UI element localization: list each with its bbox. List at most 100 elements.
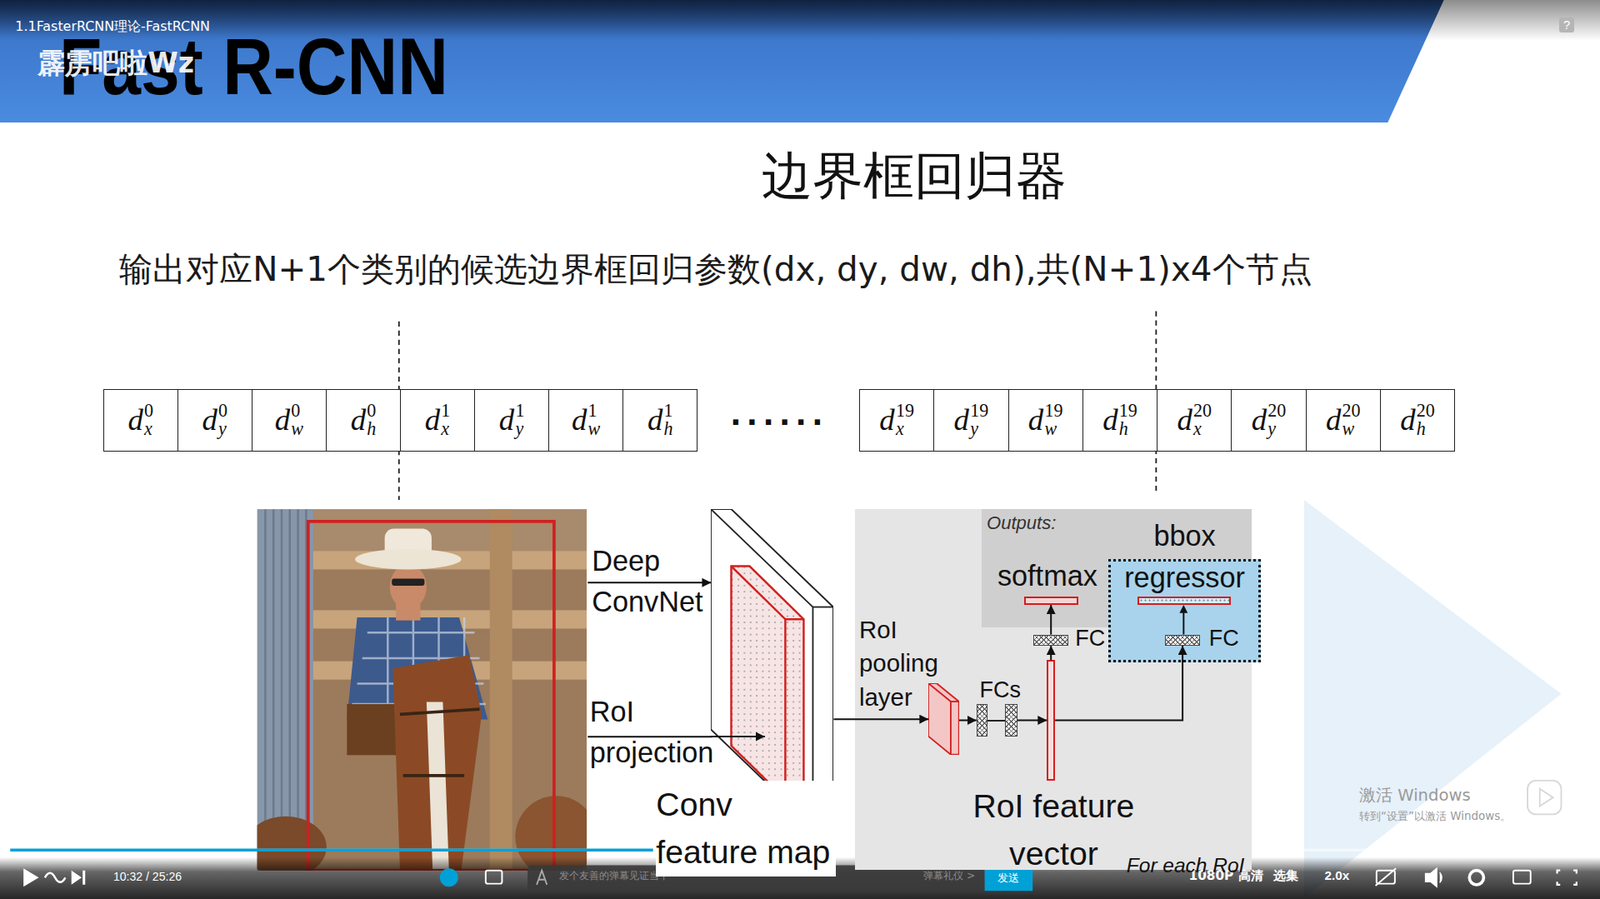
inner-arrow [1177,605,1190,635]
regression-parameter: dw19 [1028,401,1064,439]
subscript: y [218,420,228,439]
network-head-panel: For each RoIOutputs:softmaxbbox regresso… [855,509,1252,870]
index-stack: h19 [1119,401,1138,439]
regression-parameter: dx0 [127,401,154,439]
label-holder: RoI projection [590,691,733,774]
table-cell: dw20 [1305,389,1381,453]
variable-symbol: d [1102,405,1118,436]
label-text: Deep ConvNet [591,540,720,623]
label-text: 弹幕礼仪 > [923,870,975,883]
variable-symbol: d [954,405,970,436]
table-cell: dh0 [325,389,401,453]
variable-symbol: d [201,405,217,436]
variable-symbol: d [879,405,895,436]
superscript: 20 [1193,401,1212,420]
flow-arrow [587,581,711,584]
output-layer-bar [1024,596,1079,605]
roi-pooling-layer-part-part [928,683,951,755]
output-layer-bar [1137,596,1230,605]
index-stack: w1 [588,401,601,439]
fullscreen-icon [1557,870,1577,885]
label-holder: 发个友善的弹幕见证当下 [559,870,670,883]
table-cell: dh19 [1082,389,1158,453]
connector-arrow [959,720,977,722]
conv-feature-map-part-part [731,566,786,800]
regression-parameter: dw1 [571,401,600,439]
label-text: 霹雳吧啦Wz [37,46,195,80]
node-label: FCs [979,678,1020,704]
subscript: h [1119,420,1138,439]
index-stack: x1 [440,401,450,439]
photo-illustration-part [257,509,314,871]
superscript: 1 [588,401,601,420]
index-stack: w19 [1044,401,1063,439]
fc-link [987,720,1005,722]
label-holder: 转到“设置”以激活 Windows。 [1359,809,1511,823]
label-text: ...... [730,390,830,435]
table-cell: dh1 [622,389,698,453]
photo-illustration-part [490,509,513,871]
inner-arrow-part [1177,605,1190,635]
variable-symbol: d [1400,405,1415,436]
superscript: 0 [366,401,376,420]
subscript: x [144,420,154,439]
label-text: ? [1563,19,1570,32]
photo-illustration-part [392,655,482,870]
fc-layer: FC [1165,635,1200,646]
variable-symbol: d [275,405,290,436]
table-cell: dx1 [400,389,475,453]
label-holder: 2.0x [1324,868,1350,884]
regression-parameter: dy20 [1251,401,1287,439]
bbox-regressor-box: bbox regressorFC [1108,515,1262,662]
subscript: x [895,420,915,439]
index-stack: y20 [1267,401,1286,439]
table-cell: dy20 [1230,389,1306,453]
table-cell: dw19 [1008,389,1084,453]
label-text: 转到“设置”以激活 Windows。 [1359,809,1511,823]
wave-icon [45,873,65,883]
variable-symbol: d [425,405,440,436]
table-cell: dw0 [251,389,327,453]
variable-symbol: d [1176,405,1192,436]
subscript: w [588,420,601,439]
variable-symbol: d [499,405,515,436]
subscript: y [515,420,525,439]
photo-illustration-part [305,509,587,552]
label-text: 激活 Windows [1359,785,1471,806]
subscript: y [1267,420,1286,439]
index-stack: h1 [664,401,674,439]
roi-feature-vector: RoI feature vector [1046,660,1055,780]
regression-parameter: dh19 [1102,401,1138,439]
subscript: x [1193,420,1212,439]
conv-feature-map-part-part [731,566,805,800]
label-holder: 弹幕礼仪 > [923,870,975,883]
fc-layers: FCs [976,704,1018,737]
regression-parameter: dy19 [954,401,990,439]
next-icon [71,870,86,885]
conv-feature-map-part-part [785,618,805,620]
variable-symbol: d [1251,405,1267,436]
index-stack: w20 [1342,401,1361,439]
node-label: Conv feature map [655,780,836,877]
regression-parameter: dy1 [499,401,525,439]
index-stack: x0 [144,401,154,439]
subscript: y [970,420,989,439]
superscript: 1 [440,401,450,420]
fc-block [1005,704,1018,737]
photo-illustration-part [355,549,461,570]
node-label: FC [1075,625,1105,652]
label-box: ? [1559,17,1575,33]
photo-illustration [257,509,588,871]
progress-played [10,848,653,852]
connector-arrow [1050,645,1052,660]
label-holder: 选集 [1273,868,1299,884]
subscript: h [1416,420,1435,439]
regression-parameter: dh1 [647,401,674,439]
node-label: For each RoI [1126,853,1245,878]
superscript: 20 [1267,401,1286,420]
superscript: 0 [218,401,228,420]
conv-feature-map-part-part [813,606,834,609]
photo-illustration-part [308,521,555,871]
